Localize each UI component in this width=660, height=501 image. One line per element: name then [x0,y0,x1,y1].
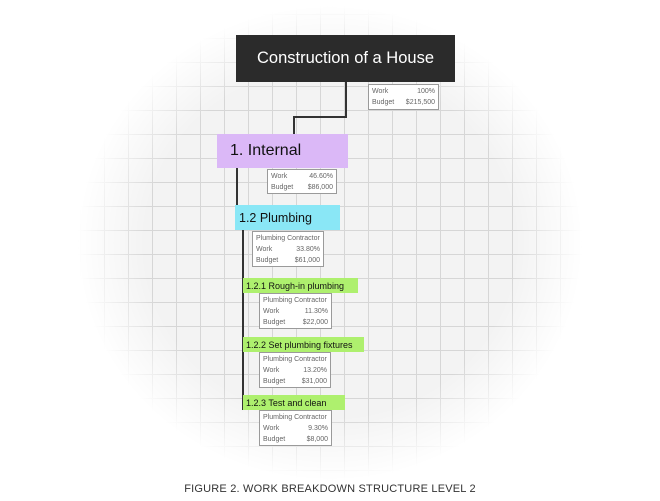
wbs-node-rough-in-plumbing[interactable]: 1.2.1 Rough-in plumbing [243,278,358,293]
connector-internal-down [236,168,238,205]
contractor: Plumbing Contractor [263,356,327,363]
node-title: 1.2.3 Test and clean [246,397,327,408]
wbs-node-test-and-clean[interactable]: 1.2.3 Test and clean [243,395,345,410]
wbs-node-set-plumbing-fixtures[interactable]: 1.2.2 Set plumbing fixtures [243,337,364,352]
wbs-node-plumbing[interactable]: 1.2 Plumbing [235,205,340,230]
budget-row: Budget$86,000 [271,184,333,191]
figure-caption: FIGURE 2. WORK BREAKDOWN STRUCTURE LEVEL… [184,483,476,495]
wbs-node-construction-of-a-house[interactable]: Construction of a House [236,35,455,82]
wbs-node-internal[interactable]: 1. Internal [217,134,348,168]
connector-root-horizontal [293,116,347,118]
budget-row: Budget$8,000 [263,436,328,443]
contractor: Plumbing Contractor [256,235,320,242]
node-title: 1.2 Plumbing [239,210,312,225]
connector-plumbing-trunk [242,230,244,410]
grid-background [78,6,582,480]
budget-row: Budget$22,000 [263,319,328,326]
node-title: 1.2.2 Set plumbing fixtures [246,339,353,350]
budget-row: Budget$31,000 [263,378,327,385]
contractor: Plumbing Contractor [263,297,327,304]
budget-row: Budget$215,500 [372,99,435,106]
connector-internal-up [293,116,295,134]
budget-row: Budget$61,000 [256,257,320,264]
node-title: 1. Internal [230,142,302,159]
node-title: Construction of a House [256,49,434,67]
connector-root-down [345,82,347,118]
contractor: Plumbing Contractor [263,414,327,421]
node-title: 1.2.1 Rough-in plumbing [246,280,345,291]
